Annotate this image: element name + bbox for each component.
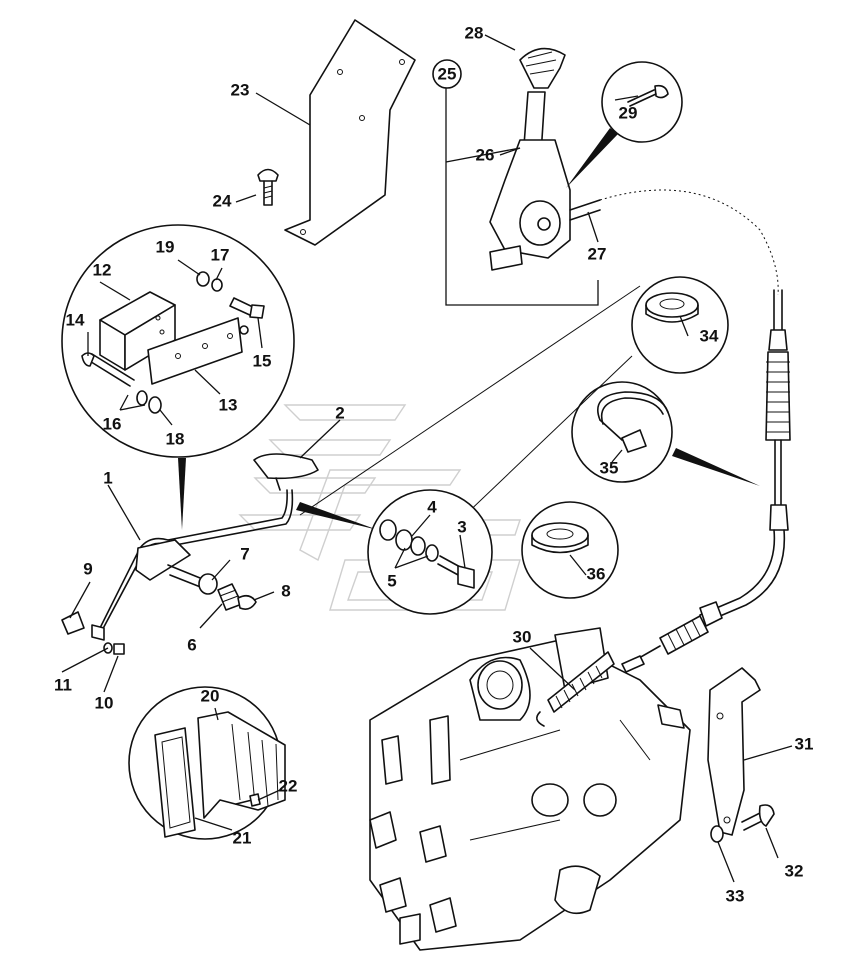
callout-30: 30 [513,627,532,646]
screw-part [257,168,279,206]
callout-5: 5 [387,571,396,590]
callout-35: 35 [600,458,619,477]
callout-27: 27 [588,244,607,263]
bracket-part [284,19,416,246]
callout-13: 13 [219,395,238,414]
detail-circle-29 [566,61,683,188]
callout-31: 31 [795,734,814,753]
return-spring [536,651,615,727]
callout-23: 23 [231,80,250,99]
control-lever-part [489,47,601,271]
detail-circle-36 [521,501,619,599]
callout-3: 3 [457,517,466,536]
callout-2: 2 [335,403,344,422]
callout-25-circle [432,59,462,89]
callout-25: 25 [438,64,457,83]
callout-34: 34 [700,326,719,345]
callout-1: 1 [103,468,112,487]
callout-22: 22 [279,776,298,795]
callout-32: 32 [785,861,804,880]
callout-12: 12 [93,260,112,279]
callout-29: 29 [619,103,638,122]
linkage-rod [61,453,378,655]
callout-14: 14 [66,310,85,329]
detail-circle-12-19 [61,224,295,530]
callout-24: 24 [213,191,232,210]
callout-16: 16 [103,414,122,433]
detail-circle-3-5 [367,489,493,615]
callout-36: 36 [587,564,606,583]
callout-6: 6 [187,635,196,654]
callout-18: 18 [166,429,185,448]
callout-17: 17 [211,245,230,264]
callout-19: 19 [156,237,175,256]
callout-28: 28 [465,23,484,42]
callout-10: 10 [95,693,114,712]
guide-lines [299,285,641,521]
callout-21: 21 [233,828,252,847]
detail-circle-35 [571,381,760,486]
injection-pump [369,627,691,951]
group-bracket-25 [445,88,599,306]
callout-9: 9 [83,559,92,578]
callout-11: 11 [54,675,72,694]
callout-26: 26 [476,145,495,164]
detail-circle-20-22 [128,686,286,840]
throttle-cable [599,189,791,673]
callout-15: 15 [253,351,272,370]
callout-7: 7 [240,544,249,563]
callout-33: 33 [726,886,745,905]
callout-20: 20 [201,686,220,705]
detail-circle-34 [631,276,729,374]
callout-4: 4 [427,497,437,516]
callout-8: 8 [281,581,290,600]
callout-labels: 1 2 3 4 5 6 7 8 9 10 11 12 13 14 15 16 1… [54,23,813,905]
leader-lines [61,34,793,883]
pump-bracket [707,667,775,843]
